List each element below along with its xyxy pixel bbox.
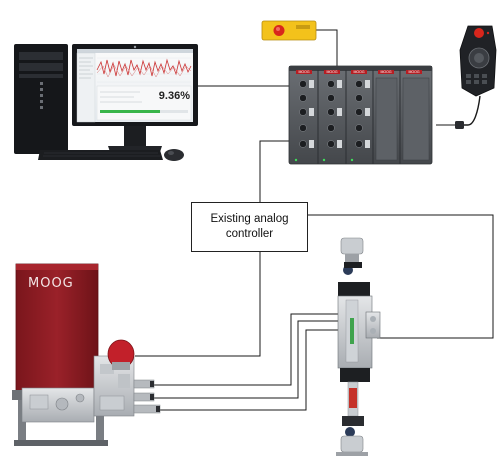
rack-module-tag-4: MOOG (380, 69, 392, 74)
wire-valve-actuator-2 (152, 320, 340, 399)
rack-module-tag-5: MOOG (408, 69, 420, 74)
handheld-pendant (455, 25, 497, 129)
wire-valve-actuator-1 (152, 313, 340, 386)
mouse (164, 149, 184, 161)
screen-chart-trace (96, 58, 192, 77)
controller-label-line2: controller (225, 228, 274, 240)
wiring (135, 29, 494, 411)
estop-box (261, 20, 317, 41)
monitor-logo (133, 45, 137, 49)
existing-analog-controller-box: Existing analog controller (191, 202, 308, 252)
wire-valve-actuator-3 (160, 329, 340, 411)
keyboard (38, 150, 163, 160)
controller-label-line1: Existing analog (210, 213, 289, 225)
rack-module-tag-1: MOOG (298, 69, 310, 74)
screen-value-readout: 9.36% (158, 90, 190, 102)
wire-estop-rack (316, 29, 338, 66)
pc-tower (14, 44, 68, 154)
servo-actuator (336, 237, 381, 456)
pendant-estop-icon (474, 28, 484, 38)
wire-rack-controller (259, 140, 289, 202)
hydraulic-power-unit (12, 263, 161, 446)
wire-controller-actuator-right (308, 214, 494, 339)
controller-rack (288, 65, 433, 165)
rack-module-tag-3: MOOG (353, 69, 365, 74)
rack-module-tag-2: MOOG (326, 69, 338, 74)
wire-controller-valve (135, 252, 261, 357)
valve-brand-logo: MOOG (28, 276, 74, 291)
monitor (72, 44, 198, 152)
